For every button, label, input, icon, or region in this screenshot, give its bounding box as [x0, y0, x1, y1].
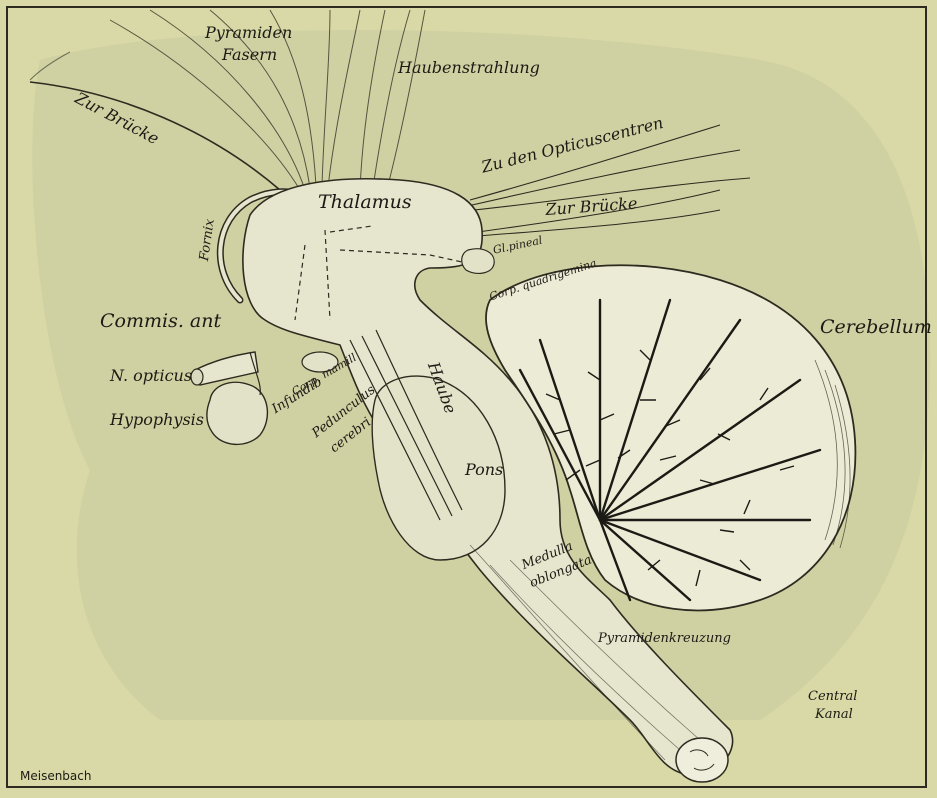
- label-pyramidenkreuzung: Pyramidenkreuzung: [598, 632, 731, 645]
- label-pons: Pons: [465, 462, 503, 478]
- label-haubenstrahlung: Haubenstrahlung: [398, 60, 540, 76]
- label-hypophysis: Hypophysis: [110, 412, 204, 428]
- artist-signature: Meisenbach: [20, 770, 91, 782]
- label-central: Central: [808, 690, 857, 703]
- label-cerebellum: Cerebellum: [820, 318, 932, 337]
- label-thalamus: Thalamus: [318, 193, 412, 212]
- label-commis-ant: Commis. ant: [100, 312, 221, 331]
- label-kanal: Kanal: [815, 708, 853, 721]
- label-n-opticus: N. opticus: [110, 368, 192, 384]
- label-pyramiden: Pyramiden: [205, 25, 292, 41]
- label-fasern: Fasern: [222, 47, 277, 63]
